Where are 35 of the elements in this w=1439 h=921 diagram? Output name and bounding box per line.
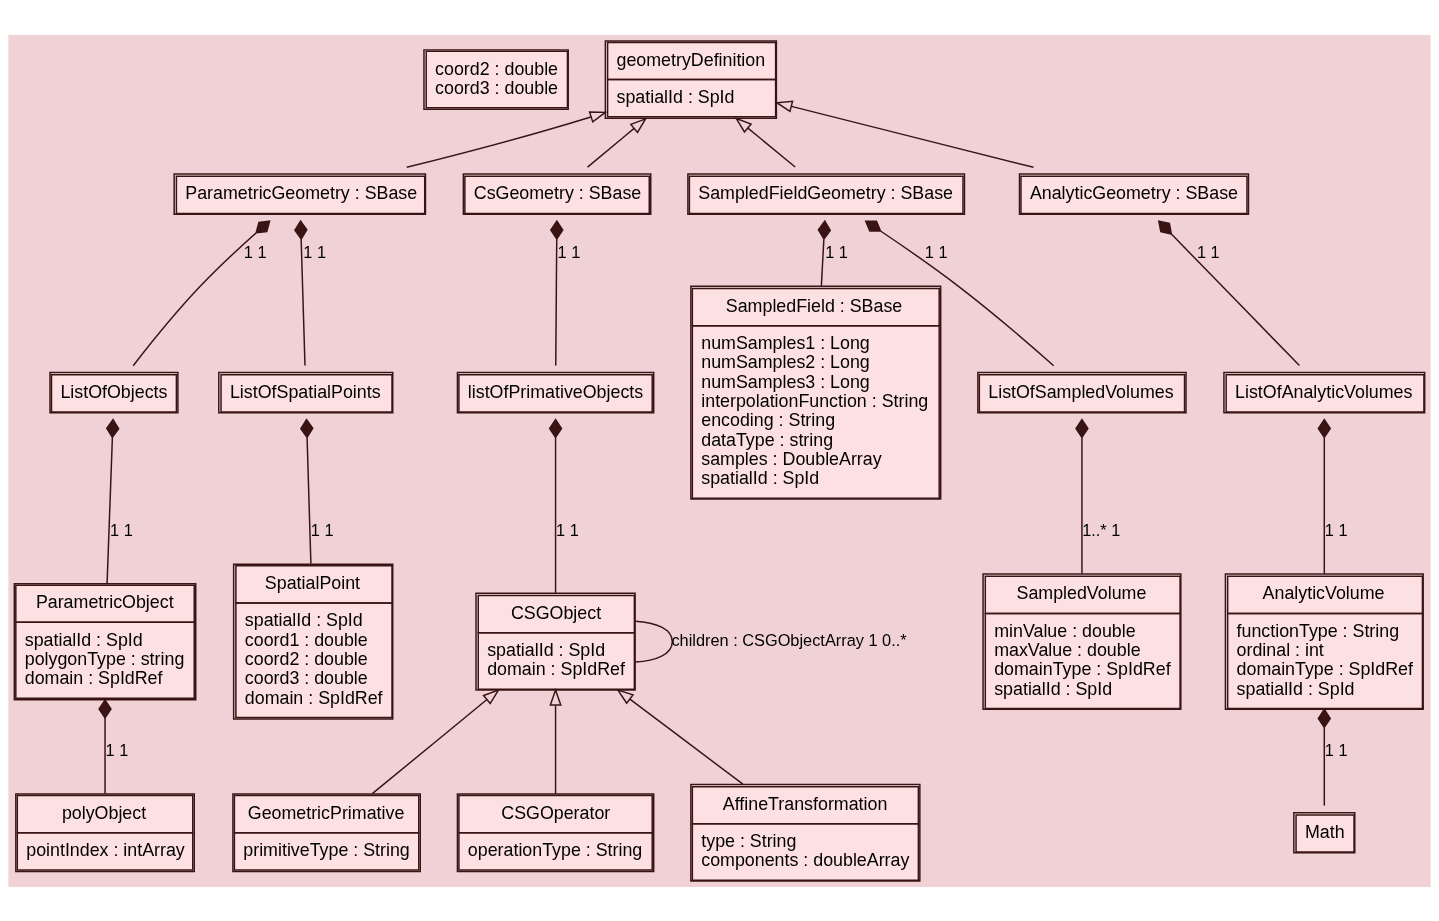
connector: [98, 698, 112, 794]
connector: [549, 219, 564, 366]
edge-label: 1 1: [557, 242, 581, 261]
edge-label: 1 1: [1196, 242, 1220, 261]
connector: [299, 417, 314, 565]
arrow: [734, 116, 796, 168]
arrow: [406, 110, 608, 168]
connector: [864, 219, 1055, 366]
edge-label: 1 1: [1324, 520, 1348, 539]
connector: [1157, 219, 1301, 366]
connector: [132, 219, 271, 366]
connector: [548, 417, 563, 594]
edge-label: 1 1: [110, 520, 133, 539]
edge-label: 1..* 1: [1082, 520, 1121, 539]
connector: [105, 417, 120, 584]
connector: [634, 619, 674, 663]
arrow: [371, 688, 501, 794]
edge-label: 1 1: [310, 520, 334, 539]
arrow: [586, 116, 648, 168]
edge-label: 1 1: [303, 242, 327, 261]
arrow: [774, 100, 1035, 168]
connector: [294, 219, 308, 366]
edge-label: 1 1: [825, 242, 848, 261]
edge-label: 1 1: [556, 520, 579, 539]
connector: [1317, 417, 1332, 575]
connector: [1317, 707, 1332, 806]
connector: [1075, 417, 1089, 575]
edge-label: 1 1: [924, 242, 948, 261]
arrow: [616, 688, 744, 785]
edge-label: 1 1: [105, 740, 129, 759]
edge-label: children : CSGObjectArray 1 0..*: [671, 630, 907, 649]
arrow: [549, 687, 562, 794]
edge-label: 1 1: [243, 242, 267, 261]
connector: [817, 219, 832, 287]
edge-label: 1 1: [1324, 740, 1348, 759]
